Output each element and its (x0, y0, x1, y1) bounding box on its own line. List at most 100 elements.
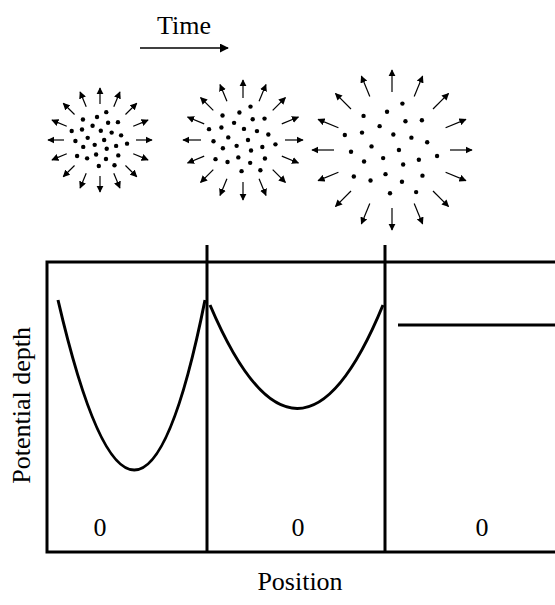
velocity-arrow (136, 139, 152, 140)
particle (361, 114, 365, 118)
velocity-arrow (335, 93, 351, 109)
particle (80, 127, 84, 131)
particle (125, 141, 129, 145)
particle (369, 144, 373, 148)
particle (236, 155, 240, 159)
particle (95, 115, 99, 119)
plot-frame (47, 262, 555, 552)
panel-divider (384, 245, 387, 552)
particle (207, 127, 211, 131)
particle (81, 145, 85, 149)
particle (221, 146, 225, 150)
particle (109, 130, 113, 134)
velocity-arrow (114, 92, 120, 107)
panel-value: 0 (292, 514, 305, 543)
velocity-arrow (285, 139, 303, 140)
particle-clusters (48, 70, 472, 230)
particle (211, 139, 215, 143)
particle (86, 136, 90, 140)
particle (383, 172, 387, 176)
velocity-arrow (391, 208, 392, 230)
flat-potential (398, 324, 555, 327)
particle (400, 180, 404, 184)
velocity-arrow (242, 182, 243, 200)
particle (94, 152, 98, 156)
velocity-arrow (183, 139, 201, 140)
particle (417, 158, 421, 162)
velocity-arrow (125, 165, 136, 176)
velocity-arrow (63, 165, 74, 176)
velocity-arrow (188, 117, 205, 124)
velocity-arrow (133, 154, 148, 160)
particle (119, 133, 123, 137)
particle (255, 129, 259, 133)
velocity-arrow (273, 98, 286, 111)
particle (69, 129, 73, 133)
velocity-arrow (201, 98, 214, 111)
velocity-arrow (433, 93, 449, 109)
particle (401, 162, 405, 166)
axis-label: Position (257, 568, 342, 597)
velocity-arrow (220, 179, 227, 196)
particle (414, 190, 418, 194)
particle (104, 110, 108, 114)
velocity-arrow (259, 85, 266, 102)
time-arrow (140, 47, 228, 49)
particle (213, 157, 217, 161)
particle (81, 117, 85, 121)
velocity-arrow (220, 85, 227, 102)
particle (397, 148, 401, 152)
particle (388, 191, 392, 195)
velocity-arrow (414, 76, 422, 96)
velocity-arrow (201, 170, 214, 183)
particle (239, 169, 243, 173)
particle (85, 156, 89, 160)
velocity-arrow (361, 204, 369, 224)
particle (352, 174, 356, 178)
velocity-arrow (273, 170, 286, 183)
particle (75, 154, 79, 158)
velocity-arrow (318, 119, 338, 127)
particle (400, 101, 404, 105)
particle (260, 145, 264, 149)
velocity-arrow (282, 117, 299, 124)
velocity-arrow (318, 172, 338, 180)
particle (409, 135, 413, 139)
velocity-arrow (80, 173, 86, 188)
particle (114, 144, 118, 148)
velocity-arrow (48, 139, 64, 140)
axis-label: Time (157, 12, 211, 41)
particle (246, 138, 250, 142)
velocity-arrow (414, 204, 422, 224)
particle (237, 110, 241, 114)
particle (104, 147, 108, 151)
particle (220, 113, 224, 117)
particle (73, 139, 77, 143)
particle (425, 140, 429, 144)
particle (263, 156, 267, 160)
particle (112, 163, 116, 167)
particle (273, 142, 277, 146)
particle (258, 168, 262, 172)
panel-value: 0 (476, 514, 489, 543)
particle (377, 124, 381, 128)
panel-value: 0 (94, 514, 107, 543)
particle (99, 129, 103, 133)
particle (343, 133, 347, 137)
particle (219, 125, 223, 129)
particle (420, 118, 424, 122)
particle (232, 121, 236, 125)
particle (349, 149, 353, 153)
velocity-arrow (52, 120, 67, 126)
particle (250, 117, 254, 121)
velocity-arrow (259, 179, 266, 196)
velocity-arrow (80, 92, 86, 107)
velocity-arrow (335, 191, 351, 207)
particle (248, 104, 252, 108)
velocity-arrow (114, 173, 120, 188)
particle (249, 148, 253, 152)
particle (368, 178, 372, 182)
velocity-arrow (133, 120, 148, 126)
particle (262, 116, 266, 120)
